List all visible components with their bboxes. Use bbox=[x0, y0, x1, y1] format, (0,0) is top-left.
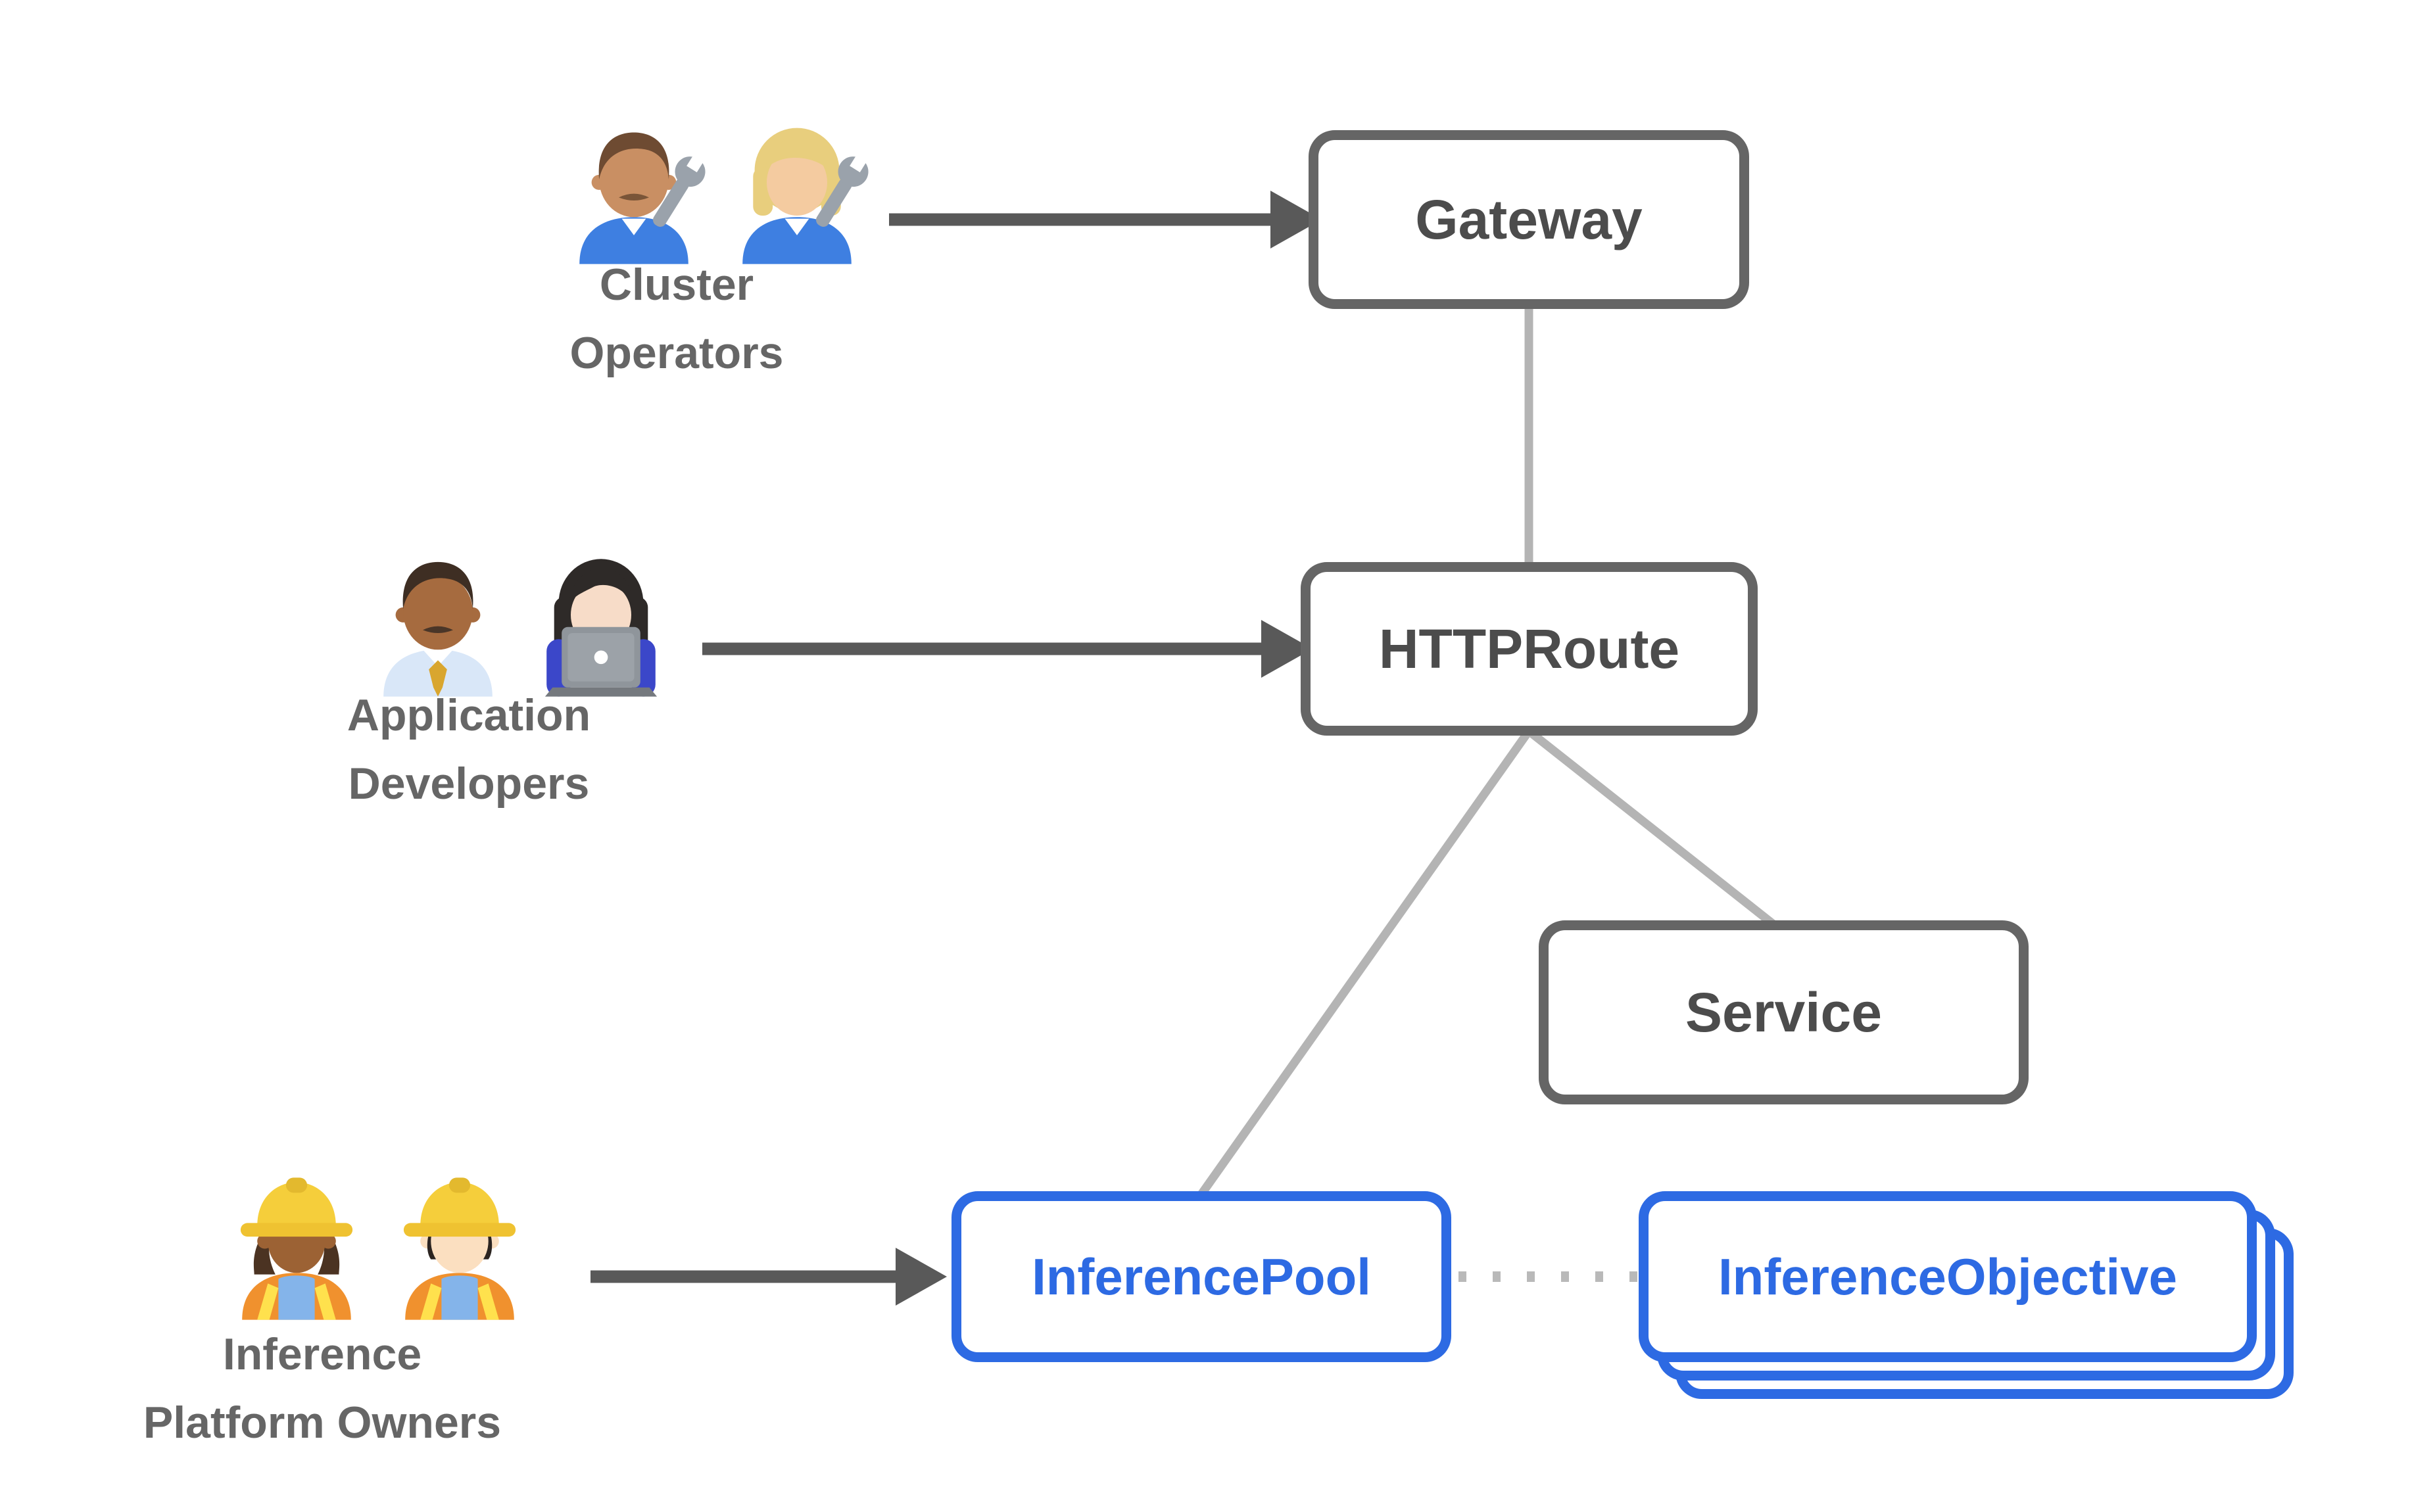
woman-mechanic-icon bbox=[742, 128, 871, 264]
edge-httproute-inferencepool bbox=[1197, 728, 1533, 1198]
httproute-label: HTTPRoute bbox=[1378, 617, 1680, 680]
application-developers-icons bbox=[362, 539, 677, 697]
arrow-inference-platform-owners-to-inferencepool bbox=[590, 1248, 947, 1306]
apple-logo bbox=[594, 650, 608, 665]
inference-platform-owners-icons bbox=[221, 1162, 535, 1320]
arrow-application-developers-to-httproute bbox=[702, 620, 1313, 678]
woman-construction-worker-icon bbox=[240, 1177, 353, 1320]
cluster-operators-label: Cluster Operators bbox=[569, 260, 784, 378]
inferencepool-node: InferencePool bbox=[952, 1191, 1451, 1362]
man-construction-worker-icon bbox=[403, 1177, 516, 1320]
cluster-operators-icons bbox=[558, 106, 873, 264]
inference-platform-owners-label: Inference Platform Owners bbox=[143, 1329, 502, 1448]
woman-technologist-icon bbox=[544, 559, 658, 697]
httproute-node: HTTPRoute bbox=[1301, 562, 1758, 736]
gateway-node: Gateway bbox=[1309, 130, 1749, 309]
service-node: Service bbox=[1539, 920, 2029, 1104]
inferenceobjective-stack: InferenceObjective bbox=[1639, 1191, 2296, 1402]
man-mechanic-icon bbox=[579, 132, 708, 264]
arrow-cluster-operators-to-gateway bbox=[889, 191, 1322, 248]
inferenceobjective-label: InferenceObjective bbox=[1718, 1247, 2177, 1306]
edge-httproute-service bbox=[1526, 727, 1777, 928]
service-label: Service bbox=[1685, 981, 1882, 1043]
inferencepool-label: InferencePool bbox=[1032, 1247, 1371, 1306]
inferenceobjective-node: InferenceObjective bbox=[1639, 1191, 2257, 1362]
gateway-label: Gateway bbox=[1415, 188, 1643, 250]
man-office-worker-icon bbox=[383, 561, 493, 697]
application-developers-label: Application Developers bbox=[347, 690, 591, 809]
